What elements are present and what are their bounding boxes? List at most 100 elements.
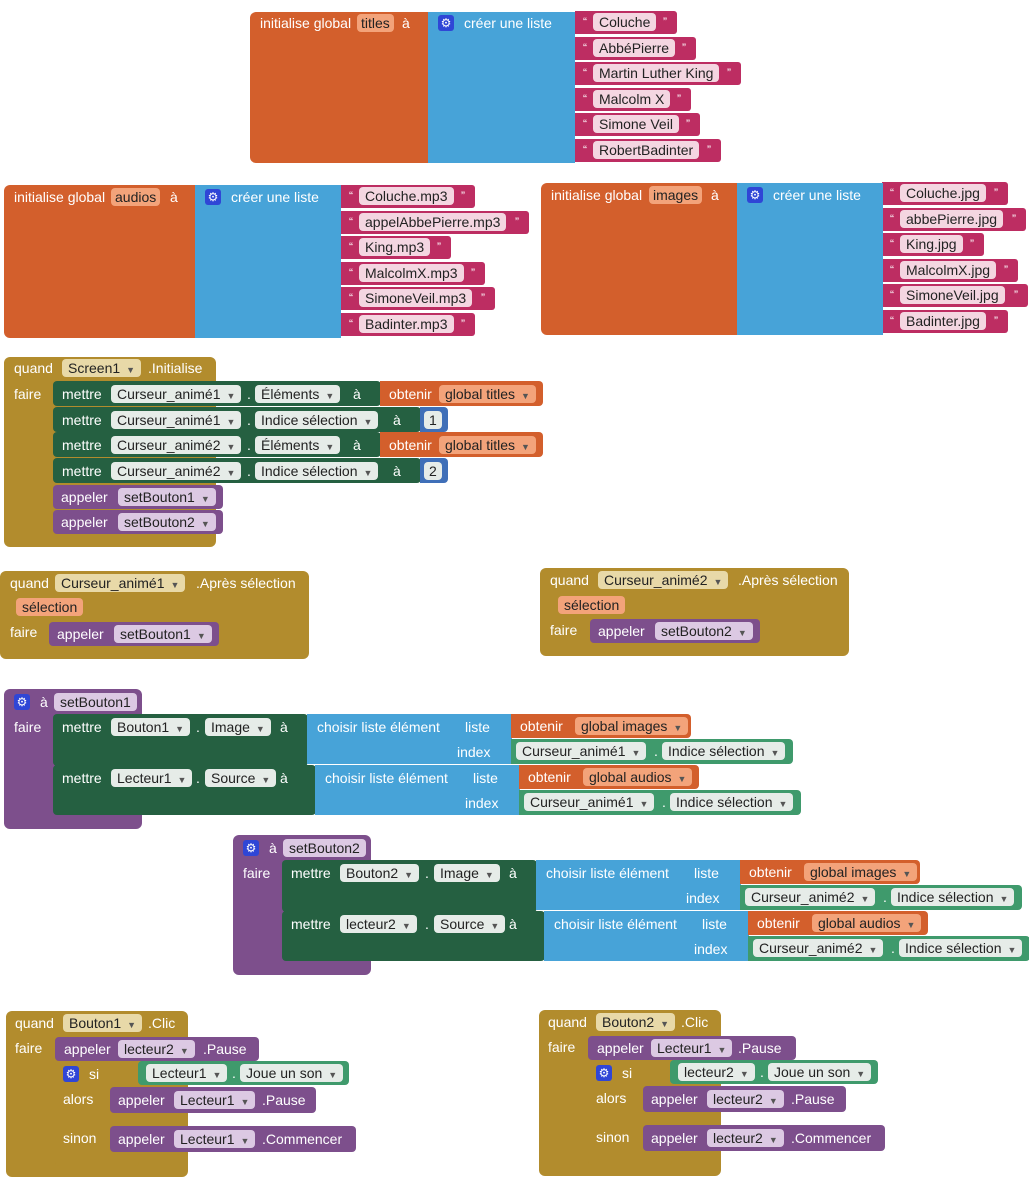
- property-dropdown[interactable]: Source▼: [434, 915, 506, 933]
- component-dropdown[interactable]: Lecteur1▼: [174, 1091, 256, 1109]
- component-dropdown[interactable]: Lecteur1▼: [146, 1064, 228, 1082]
- property-dropdown[interactable]: Indice sélection▼: [255, 462, 379, 480]
- component-dropdown[interactable]: Curseur_animé1▼: [516, 742, 647, 760]
- text-item-block[interactable]: “Malcolm X”: [575, 87, 691, 111]
- is-playing-getter[interactable]: Lecteur1▼ . Joue un son▼: [138, 1061, 349, 1085]
- text-value[interactable]: MalcolmX.jpg: [900, 260, 997, 279]
- property-dropdown[interactable]: Image▼: [434, 864, 500, 882]
- text-value[interactable]: abbePierre.jpg: [900, 209, 1004, 228]
- gear-icon[interactable]: ⚙: [747, 187, 763, 203]
- component-dropdown[interactable]: Bouton2▼: [596, 1013, 676, 1031]
- component-dropdown[interactable]: Curseur_animé2▼: [111, 462, 242, 480]
- text-item-block[interactable]: “MalcolmX.mp3”: [341, 261, 485, 285]
- text-value[interactable]: Simone Veil: [593, 115, 679, 134]
- variable-dropdown[interactable]: global titles▼: [439, 385, 536, 403]
- text-value[interactable]: Badinter.mp3: [359, 315, 454, 333]
- text-value[interactable]: Coluche.jpg: [900, 184, 986, 202]
- call-setbouton1-block[interactable]: appeler setBouton1▼: [49, 622, 219, 646]
- make-list-audios-block[interactable]: ⚙ créer une liste: [195, 185, 341, 338]
- property-dropdown[interactable]: Éléments▼: [255, 385, 341, 403]
- text-item-block[interactable]: “Coluche”: [575, 11, 677, 34]
- procedure-name[interactable]: setBouton2: [283, 839, 366, 857]
- text-value[interactable]: appelAbbePierre.mp3: [359, 212, 507, 231]
- property-dropdown[interactable]: Indice sélection▼: [891, 888, 1015, 906]
- text-item-block[interactable]: “AbbéPierre”: [575, 36, 696, 60]
- procedure-dropdown[interactable]: setBouton1▼: [114, 625, 212, 643]
- component-dropdown[interactable]: Lecteur1▼: [111, 769, 193, 787]
- selection-index-getter[interactable]: Curseur_animé1▼.Indice sélection▼: [519, 790, 801, 815]
- component-dropdown[interactable]: Curseur_animé2▼: [111, 436, 242, 454]
- make-list-titles-block[interactable]: ⚙ créer une liste: [428, 12, 575, 163]
- text-value[interactable]: MalcolmX.mp3: [359, 263, 464, 282]
- gear-icon[interactable]: ⚙: [243, 840, 259, 856]
- text-item-block[interactable]: “Coluche.mp3”: [341, 185, 475, 208]
- text-value[interactable]: AbbéPierre: [593, 38, 676, 57]
- param-selection[interactable]: sélection: [558, 596, 626, 614]
- property-dropdown[interactable]: Indice sélection▼: [255, 411, 379, 429]
- text-value[interactable]: Malcolm X: [593, 89, 671, 108]
- call-pause-block[interactable]: appeler Lecteur1▼ .Pause: [110, 1087, 316, 1113]
- text-item-block[interactable]: “Badinter.mp3”: [341, 313, 475, 336]
- text-value[interactable]: SimoneVeil.mp3: [359, 289, 473, 308]
- variable-dropdown[interactable]: global audios▼: [583, 768, 693, 786]
- text-item-block[interactable]: “King.jpg”: [882, 233, 984, 257]
- procedure-dropdown[interactable]: setBouton1▼: [118, 488, 216, 506]
- gear-icon[interactable]: ⚙: [438, 15, 454, 31]
- init-global-titles-block[interactable]: initialise global titles à: [250, 12, 430, 163]
- property-dropdown[interactable]: Indice sélection▼: [899, 939, 1023, 957]
- number-block[interactable]: 1: [420, 407, 448, 432]
- text-item-block[interactable]: “MalcolmX.jpg”: [882, 258, 1018, 282]
- component-dropdown[interactable]: Bouton2▼: [340, 864, 420, 882]
- component-dropdown[interactable]: Screen1▼: [62, 359, 142, 377]
- call-start-block[interactable]: appeler lecteur2▼ .Commencer: [643, 1125, 885, 1151]
- component-dropdown[interactable]: lecteur2▼: [707, 1090, 784, 1108]
- variable-dropdown[interactable]: global images▼: [575, 717, 689, 735]
- component-dropdown[interactable]: lecteur2▼: [118, 1040, 195, 1058]
- component-dropdown[interactable]: Curseur_animé2▼: [753, 939, 884, 957]
- text-item-block[interactable]: “Badinter.jpg”: [882, 310, 1008, 333]
- text-item-block[interactable]: “SimoneVeil.mp3”: [341, 287, 495, 311]
- text-value[interactable]: Coluche: [593, 13, 657, 31]
- component-dropdown[interactable]: lecteur2▼: [707, 1129, 784, 1147]
- component-dropdown[interactable]: Lecteur1▼: [651, 1039, 733, 1057]
- text-item-block[interactable]: “abbePierre.jpg”: [882, 207, 1026, 231]
- component-dropdown[interactable]: Curseur_animé2▼: [598, 571, 729, 589]
- property-dropdown[interactable]: Indice sélection▼: [662, 742, 786, 760]
- text-item-block[interactable]: “Martin Luther King”: [575, 62, 741, 86]
- component-dropdown[interactable]: Curseur_animé1▼: [55, 574, 186, 592]
- var-name-audios[interactable]: audios: [111, 188, 161, 206]
- call-pause-block[interactable]: appeler lecteur2▼ .Pause: [55, 1037, 259, 1061]
- component-dropdown[interactable]: Bouton1▼: [63, 1014, 143, 1032]
- text-item-block[interactable]: “Simone Veil”: [575, 113, 700, 137]
- component-dropdown[interactable]: lecteur2▼: [340, 915, 417, 933]
- text-item-block[interactable]: “Coluche.jpg”: [882, 182, 1008, 205]
- text-item-block[interactable]: “SimoneVeil.jpg”: [882, 284, 1028, 308]
- component-dropdown[interactable]: Curseur_animé2▼: [745, 888, 876, 906]
- text-value[interactable]: King.jpg: [900, 235, 963, 254]
- call-start-block[interactable]: appeler Lecteur1▼ .Commencer: [110, 1126, 356, 1152]
- number-block[interactable]: 2: [420, 458, 448, 483]
- selection-index-getter[interactable]: Curseur_animé2▼.Indice sélection▼: [740, 885, 1022, 910]
- text-value[interactable]: Martin Luther King: [593, 64, 720, 83]
- text-item-block[interactable]: “King.mp3”: [341, 236, 451, 260]
- init-global-audios-block[interactable]: initialise global audios à: [4, 185, 196, 338]
- gear-icon[interactable]: ⚙: [63, 1066, 79, 1082]
- gear-icon[interactable]: ⚙: [596, 1065, 612, 1081]
- call-setbouton2-block[interactable]: appeler setBouton2▼: [53, 510, 223, 534]
- var-name-titles[interactable]: titles: [357, 14, 394, 32]
- variable-dropdown[interactable]: global images▼: [804, 863, 918, 881]
